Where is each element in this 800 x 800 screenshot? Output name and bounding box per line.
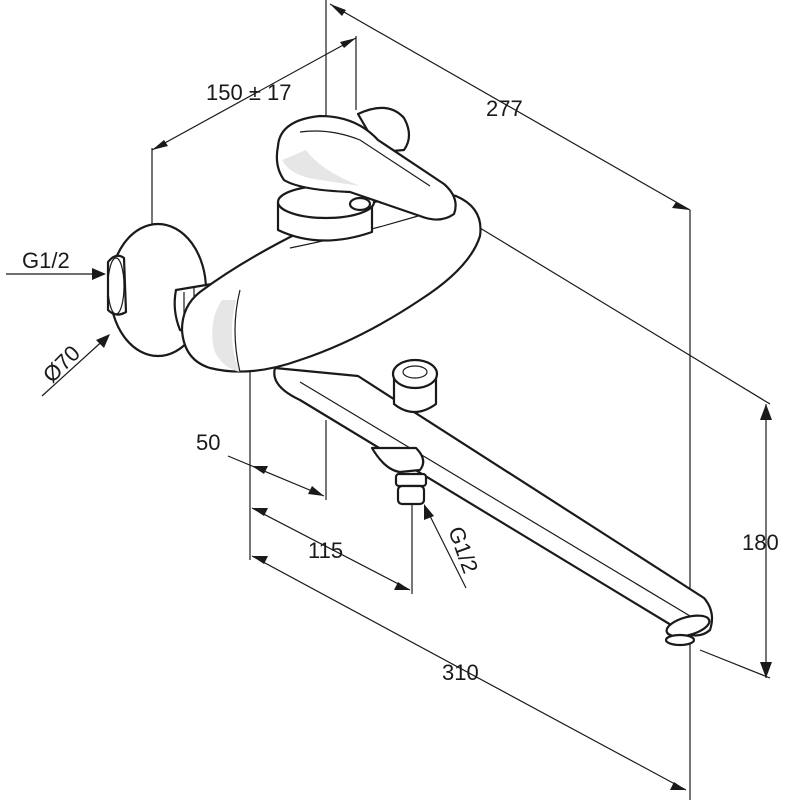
dimension-lines — [6, 3, 767, 791]
label-outlet-thread: G1/2 — [443, 523, 483, 576]
lever-handle — [275, 106, 457, 221]
label-inlet-thread: G1/2 — [22, 248, 70, 273]
arrowheads — [92, 4, 772, 790]
cartridge-dome — [276, 184, 376, 242]
arrow-50-left — [252, 466, 268, 474]
arrow-diameter — [96, 334, 110, 348]
arrow-310-left — [252, 556, 268, 564]
arrow-150-left — [152, 140, 168, 150]
diverter-knob — [391, 358, 439, 414]
label-wall-distance: 150 ± 17 — [206, 80, 291, 105]
label-body-offset: 50 — [196, 430, 220, 455]
arrow-150-right — [340, 38, 356, 48]
arrow-outlet-g12 — [424, 504, 434, 520]
label-spout-length: 310 — [442, 660, 479, 685]
arrow-310-right — [670, 782, 686, 790]
arrow-180-bottom — [760, 662, 772, 678]
arrow-inlet-g12 — [92, 268, 106, 280]
arrow-115-left — [252, 508, 268, 516]
arrow-277-top — [330, 4, 346, 16]
arrow-50-right — [308, 486, 324, 496]
label-overall-depth: 277 — [486, 96, 523, 121]
label-height: 180 — [742, 530, 779, 555]
arrow-180-top — [760, 404, 772, 420]
arrow-115-right — [394, 582, 410, 590]
arrow-277-bottom — [672, 202, 690, 210]
label-escutcheon-diameter: Ø70 — [38, 340, 85, 387]
spout — [273, 366, 714, 647]
label-outlet-offset: 115 — [308, 538, 343, 563]
bottom-outlet — [370, 446, 428, 506]
